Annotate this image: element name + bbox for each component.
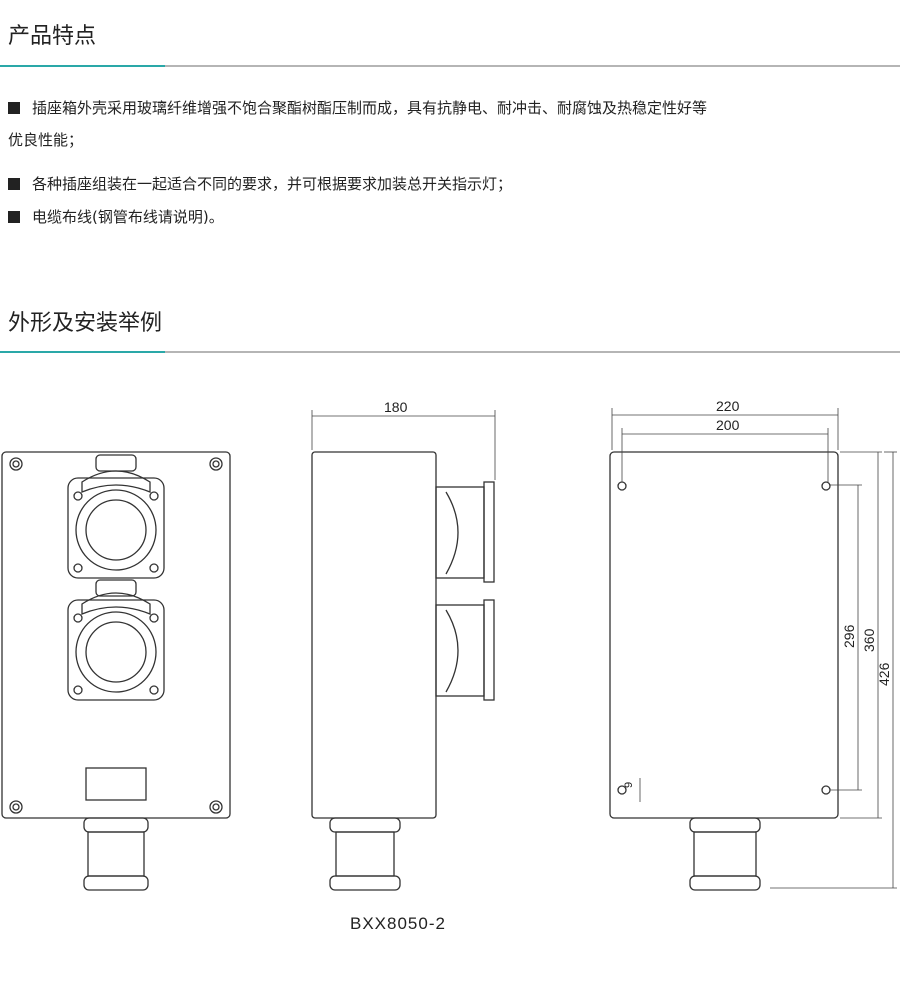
feature-bullet-2: 各种插座组装在一起适合不同的要求，并可根据要求加装总开关指示灯；	[8, 173, 512, 194]
dim-width-outer: 220	[716, 398, 740, 414]
dim-height-total: 426	[876, 662, 892, 686]
dim-side-depth: 180	[384, 399, 408, 415]
bullet-text: 电缆布线(钢管布线请说明)。	[32, 208, 224, 226]
cable-gland	[689, 817, 761, 891]
model-label: BXX8050-2	[350, 914, 446, 933]
cable-gland	[83, 817, 149, 891]
section-title-features: 产品特点	[8, 24, 97, 49]
cable-gland	[329, 817, 401, 891]
section-title-dimensions: 外形及安装举例	[8, 311, 163, 336]
side-view: 180	[311, 399, 496, 891]
back-view: 220 200 296 360 426 9	[609, 398, 897, 891]
bullet-square-icon	[8, 178, 20, 190]
bullet-square-icon	[8, 211, 20, 223]
dim-slot: 9	[623, 782, 635, 788]
dim-height-holes: 296	[841, 624, 857, 648]
feature-bullet-1: 插座箱外壳采用玻璃纤维增强不饱合聚酯树酯压制而成，具有抗静电、耐冲击、耐腐蚀及热…	[8, 97, 707, 118]
section-divider	[0, 65, 900, 67]
dim-height-box: 360	[861, 628, 877, 652]
bullet-text: 插座箱外壳采用玻璃纤维增强不饱合聚酯树酯压制而成，具有抗静电、耐冲击、耐腐蚀及热…	[32, 99, 708, 117]
bullet-text: 各种插座组装在一起适合不同的要求，并可根据要求加装总开关指示灯；	[32, 175, 513, 193]
front-view	[1, 451, 231, 891]
dim-width-holes: 200	[716, 417, 740, 433]
feature-bullet-3: 电缆布线(钢管布线请说明)。	[8, 206, 224, 227]
bullet-square-icon	[8, 102, 20, 114]
section-divider	[0, 351, 900, 353]
feature-bullet-1-cont: 优良性能；	[8, 131, 84, 149]
